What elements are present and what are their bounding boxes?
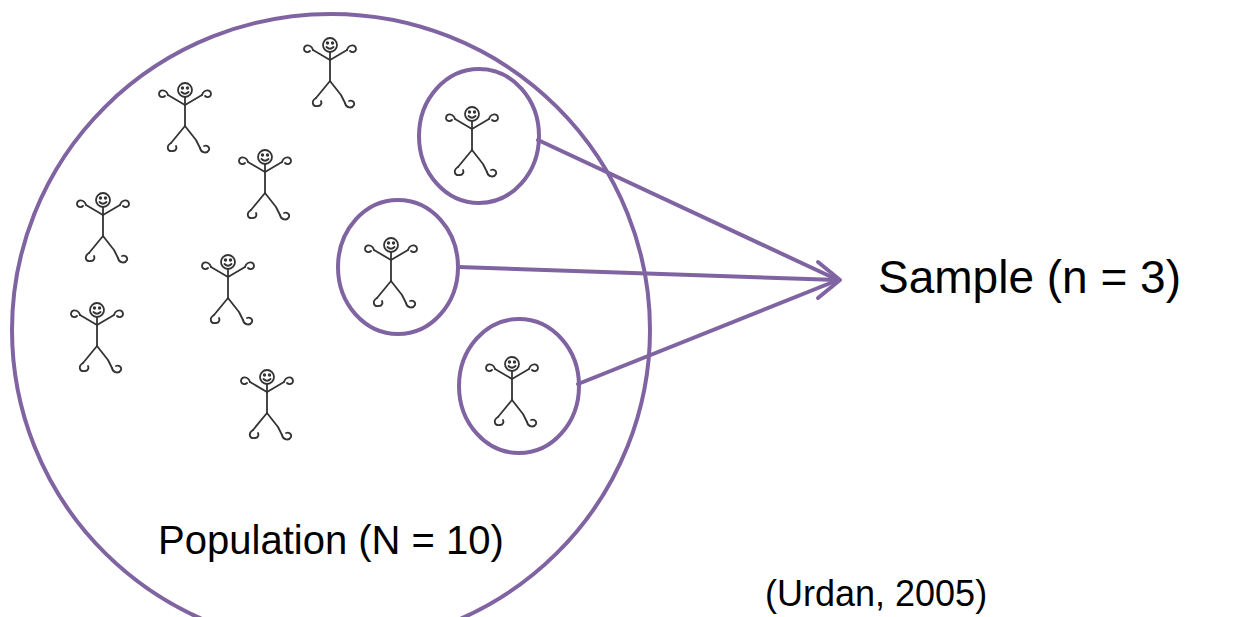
population-circle: Population (N = 10) — [10, 12, 652, 617]
citation-note: (Urdan, 2005) — [765, 574, 987, 614]
selection-arrow — [578, 280, 838, 384]
stick-figure — [202, 255, 254, 324]
selection-arrow — [458, 267, 838, 280]
sample-circle — [338, 200, 458, 334]
stick-figure — [77, 193, 129, 262]
selection-arrow — [538, 140, 838, 280]
stick-figure — [304, 38, 356, 107]
stick-figure — [239, 150, 291, 219]
sample-label: Sample (n = 3) — [878, 252, 1181, 303]
stick-figure — [446, 107, 498, 176]
stick-figure — [159, 83, 211, 152]
sample-circle — [459, 319, 579, 453]
stick-figure — [241, 370, 293, 439]
stick-figure — [365, 238, 417, 307]
stick-figure — [486, 357, 538, 426]
stick-figure — [71, 303, 123, 372]
arrow-head — [818, 262, 840, 298]
population-label: Population (N = 10) — [10, 518, 652, 562]
sample-circle — [419, 69, 539, 203]
